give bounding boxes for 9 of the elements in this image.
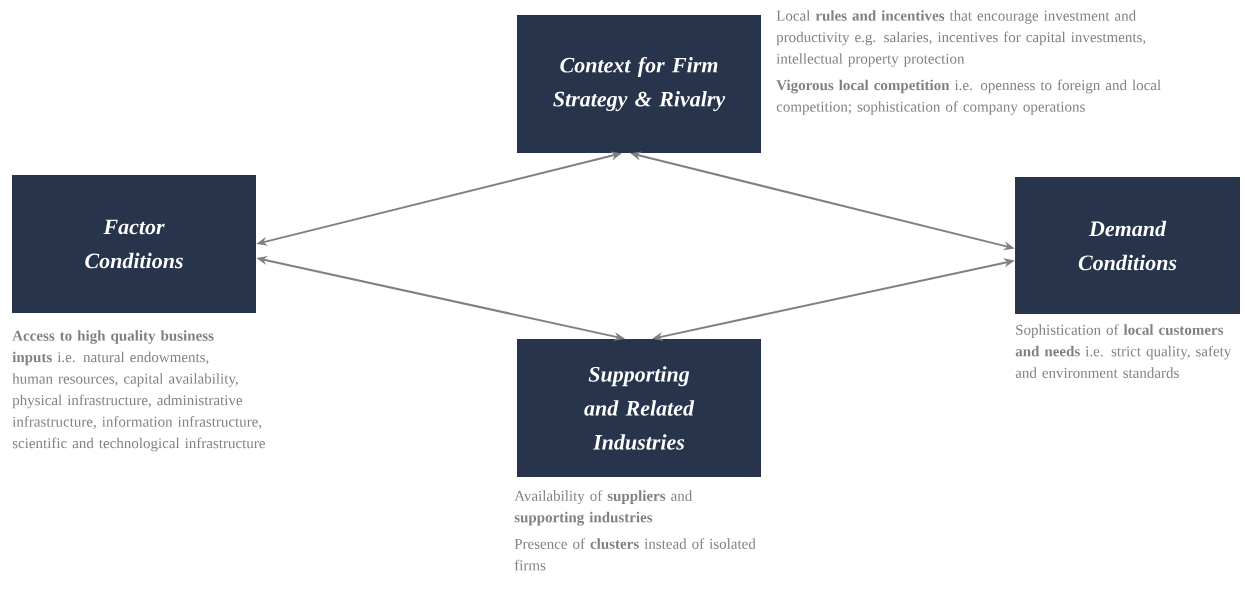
description-text: Availability of suppliers and supporting industries — [514, 490, 693, 526]
description-text: Access to high quality business inputs i.e. natural endowments, human resources, capital availability, physical infrastructure, administrative infrastructure, information infrastructure, scientific and technological infrastructure — [12, 330, 265, 452]
description-text: Presence of clusters instead of isolated firms — [514, 538, 756, 571]
strategy-box: Context for Firm Strategy & Rivalry — [517, 15, 761, 153]
strategy-box: Factor Conditions — [12, 175, 256, 313]
description-text: Vigorous local competition i.e. openness to foreign and local competition; sophistication of company operations — [776, 79, 1161, 115]
strategy-box: Demand Conditions — [1015, 177, 1240, 314]
description-text: Sophistication of local customers and needs i.e. strict quality, safety and environment standards — [1015, 324, 1232, 378]
strategy-box: Supporting and Related Industries — [517, 339, 761, 477]
